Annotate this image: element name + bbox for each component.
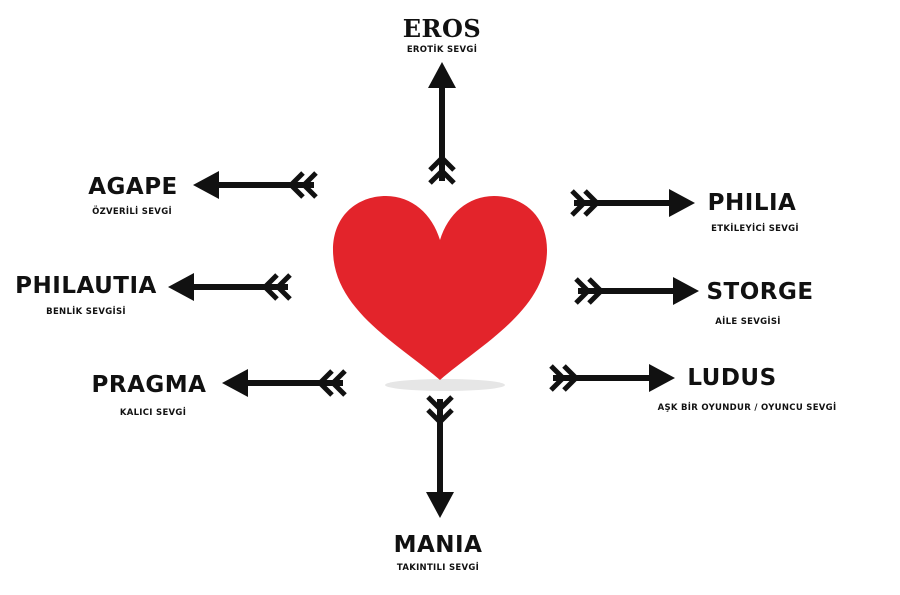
pragma-subtitle: KALICI SEVGİ — [119, 408, 187, 418]
philia-subtitle: ETKİLEYİCİ SEVGİ — [711, 224, 799, 234]
ludus-subtitle: AŞK BİR OYUNDUR / OYUNCU SEVGİ — [657, 403, 837, 413]
philia-title: PHILIA — [707, 190, 797, 216]
heart-icon — [333, 196, 547, 380]
philautia-subtitle: BENLİK SEVGİSİ — [46, 307, 126, 317]
storge-subtitle: AİLE SEVGİSİ — [715, 317, 781, 327]
agape-title: AGAPE — [88, 174, 178, 200]
storge-title: STORGE — [706, 279, 814, 305]
agape-subtitle: ÖZVERİLİ SEVGİ — [92, 207, 172, 217]
ludus-title: LUDUS — [687, 365, 777, 391]
eros-subtitle: EROTİK SEVGİ — [406, 45, 478, 55]
philia-arrow — [570, 189, 695, 217]
eros-title: EROS — [402, 14, 482, 43]
storge-arrow — [574, 277, 699, 305]
philautia-title: PHILAUTIA — [15, 273, 157, 299]
pragma-arrow — [222, 369, 347, 397]
agape-arrow — [193, 171, 318, 199]
mania-arrow — [426, 395, 454, 518]
pragma-title: PRAGMA — [91, 372, 207, 398]
ludus-arrow — [549, 364, 675, 392]
heart-shadow — [385, 379, 505, 391]
mania-subtitle: TAKINTILI SEVGİ — [396, 563, 480, 573]
eros-arrow — [428, 62, 456, 185]
philautia-arrow — [168, 273, 292, 301]
mania-title: MANIA — [393, 532, 483, 558]
